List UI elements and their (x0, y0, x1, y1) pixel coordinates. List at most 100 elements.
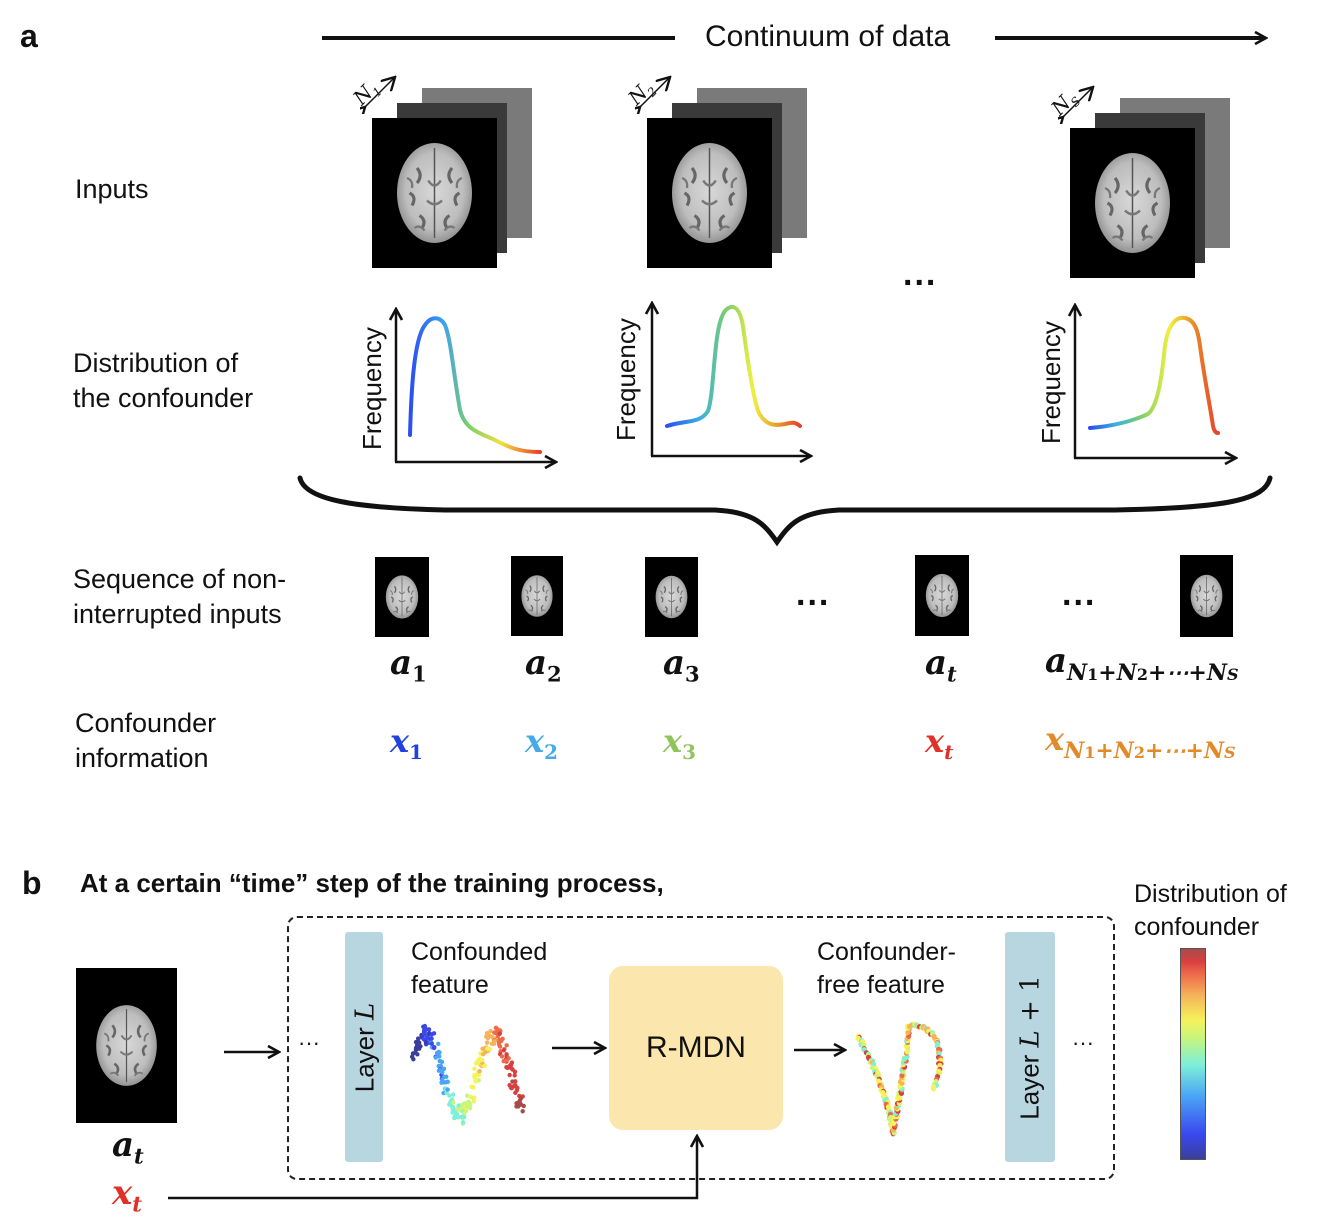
brain-image (1070, 128, 1195, 278)
confounded-feature-point (472, 1066, 477, 1071)
confounded-feature-point (436, 1041, 441, 1047)
sequence-a-label-t: at (925, 643, 957, 687)
confounded-feature-point (440, 1070, 445, 1075)
confounded-feature-point (424, 1027, 429, 1032)
confounded-feature-point (514, 1104, 519, 1109)
confounded-feature-point (507, 1072, 512, 1078)
confounded-feature-point (432, 1045, 437, 1050)
confounder-free-feature-point (937, 1062, 943, 1069)
confounded-feature-point (421, 1037, 427, 1042)
confounded-feature-point (450, 1092, 456, 1097)
confounded-feature-point (451, 1100, 456, 1105)
frequency-axis-label: Frequency (611, 318, 641, 441)
sequence-thumb-2 (511, 556, 563, 636)
sequence-x-label-last: xN1+N2+⋯+NS (1045, 720, 1236, 764)
confounded-feature-point (409, 1054, 415, 1059)
grouping-brace (297, 475, 1273, 547)
sequence-x-label-3: x3 (663, 722, 696, 764)
continuum-label: Continuum of data (705, 20, 951, 53)
confounded-feature-point (415, 1036, 421, 1041)
confounded-feature-point (499, 1054, 505, 1059)
confounded-feature-point (445, 1079, 450, 1084)
continuum-arrow (322, 22, 1280, 52)
confounder-colorbar (1180, 948, 1206, 1160)
confounded-feature-point (513, 1079, 518, 1084)
colorbar-title-line2: confounder (1134, 913, 1260, 941)
confounder-free-line1: Confounder- (817, 938, 956, 966)
distribution-curve (665, 305, 802, 428)
confounded-feature-point (497, 1031, 502, 1036)
confounded-feature-point (476, 1072, 482, 1078)
sequence-x-label-1: x1 (390, 722, 423, 764)
confounded-feature-point (521, 1103, 526, 1109)
row-label-distribution: Distribution of the confounder (73, 346, 253, 416)
confounded-feature-point (437, 1054, 442, 1059)
confounded-feature-point (487, 1047, 493, 1052)
confounded-feature-point (497, 1042, 502, 1048)
confounder-free-feature-point (899, 1072, 905, 1079)
brain-image (372, 118, 497, 268)
frequency-axis-label: Frequency (1036, 321, 1066, 444)
confounded-feature-point (439, 1059, 445, 1065)
confounded-feature-point (503, 1058, 509, 1063)
confounded-feature-point (433, 1055, 439, 1060)
confounded-feature-point (477, 1068, 482, 1074)
row-label-distribution-line1: Distribution of (73, 348, 239, 378)
panel-b-letter: b (22, 865, 42, 901)
confounded-feature-point (487, 1033, 492, 1038)
confounded-feature-plot (409, 1023, 526, 1127)
confounded-feature-point (429, 1036, 434, 1041)
confounded-feature-point (504, 1043, 509, 1048)
confounded-feature-point (501, 1048, 507, 1053)
brain-image (647, 118, 772, 268)
sequence-thumb-1 (375, 557, 429, 637)
distribution-plot-2: Frequency (611, 296, 825, 466)
confounded-feature-point (460, 1119, 466, 1125)
confounded-feature-point (467, 1105, 473, 1111)
input-a-label: at (112, 1125, 144, 1169)
confounded-feature-point (472, 1095, 477, 1100)
confounder-free-feature-point (874, 1072, 880, 1079)
distribution-curve (1088, 315, 1220, 435)
confounded-feature-point (461, 1114, 467, 1120)
confounded-feature-point (447, 1093, 452, 1098)
confounded-feature-point (472, 1073, 477, 1078)
confounded-feature-point (519, 1095, 524, 1100)
panel-a-letter: a (20, 18, 38, 54)
distribution-curve (408, 316, 542, 454)
frequency-axis-label: Frequency (357, 327, 387, 450)
colorbar-title: Distribution of confounder (1134, 878, 1287, 944)
confounded-feature-point (422, 1032, 427, 1037)
sequence-x-label-2: x2 (525, 722, 558, 764)
row-label-distribution-line2: the confounder (73, 383, 254, 413)
confounder-free-feature-point (930, 1086, 937, 1092)
confounded-feature-point (500, 1036, 505, 1042)
sequence-a-label-3: a3 (663, 643, 700, 687)
input-x-label: xt (112, 1173, 143, 1217)
confounded-feature-point (520, 1109, 525, 1114)
network-block (287, 916, 1115, 1180)
confounder-free-feature-label: Confounder- free feature (817, 936, 956, 1002)
sequence-thumb-3 (645, 557, 698, 637)
row-label-sequence: Sequence of non- interrupted inputs (73, 562, 286, 632)
confounded-feature-point (418, 1044, 423, 1049)
confounded-feature-point (517, 1100, 523, 1106)
confounded-feature-point (438, 1063, 444, 1069)
confounded-feature-point (415, 1040, 421, 1046)
row-label-confounder-line2: information (75, 743, 209, 773)
confounded-feature-point (441, 1066, 447, 1071)
row-label-confounder-line1: Confounder (75, 708, 217, 738)
confounded-feature-point (492, 1039, 497, 1044)
arrow-confounder-to-rmdn (168, 1137, 697, 1200)
confounded-feature-point (434, 1050, 440, 1056)
rmdn-module: R-MDN (609, 966, 783, 1130)
sequence-a-label-1: a1 (390, 643, 427, 687)
confounded-feature-point (463, 1108, 469, 1114)
confounded-feature-point (467, 1100, 472, 1105)
confounded-feature-line1: Confounded (411, 938, 548, 966)
sequence-a-label-last: aN1+N2+⋯+NS (1045, 641, 1239, 686)
confounded-feature-point (513, 1082, 518, 1088)
stack-depth-arrow-icon (635, 74, 675, 114)
confounder-free-line2: free feature (817, 971, 945, 999)
